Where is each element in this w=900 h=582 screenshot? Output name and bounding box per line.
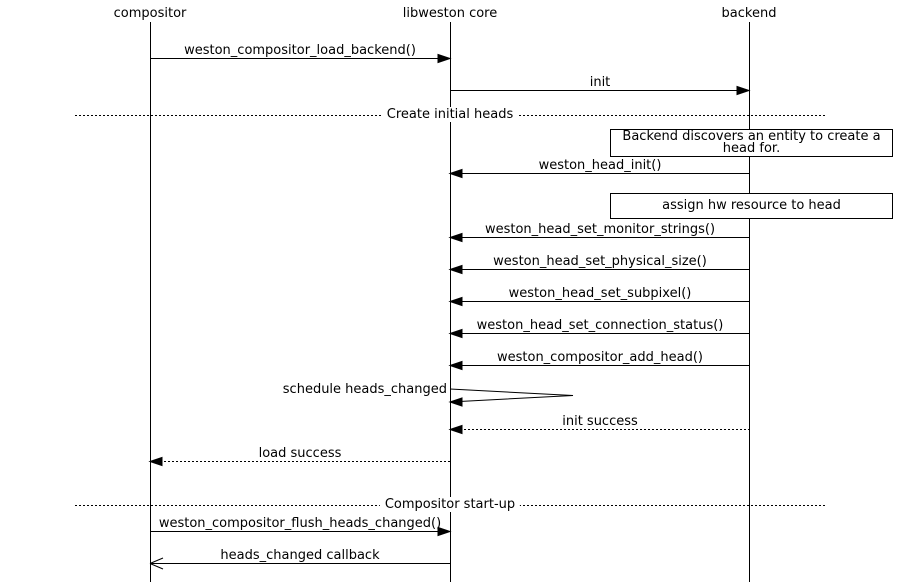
arrow-load-success bbox=[148, 456, 450, 467]
message-label-schedule-heads-changed: schedule heads_changed bbox=[282, 382, 447, 397]
message-label-set-monitor-strings: weston_head_set_monitor_strings() bbox=[484, 222, 716, 237]
arrow-weston-head-set-monitor-strings bbox=[448, 232, 749, 243]
actor-label-libweston-core: libweston core bbox=[402, 6, 498, 21]
arrow-weston-head-set-subpixel bbox=[448, 296, 749, 307]
arrow-weston-compositor-add-head bbox=[448, 360, 749, 371]
arrow-weston-compositor-flush-heads-changed bbox=[150, 526, 452, 537]
note-backend-discovers: Backend discovers an entity to create a … bbox=[610, 129, 893, 157]
arrow-init bbox=[450, 85, 751, 96]
message-label-set-subpixel: weston_head_set_subpixel() bbox=[508, 286, 692, 301]
arrow-weston-head-set-connection-status bbox=[448, 328, 749, 339]
message-label-init-success: init success bbox=[562, 414, 638, 429]
note-assign-hw-resource: assign hw resource to head bbox=[610, 193, 893, 219]
message-label-flush-heads-changed: weston_compositor_flush_heads_changed() bbox=[158, 516, 442, 531]
note-backend-discovers-text: Backend discovers an entity to create a … bbox=[622, 129, 881, 156]
note-assign-hw-resource-text: assign hw resource to head bbox=[662, 198, 841, 213]
arrow-weston-compositor-load-backend bbox=[150, 53, 452, 64]
message-label-heads-changed-callback: heads_changed callback bbox=[220, 548, 380, 563]
message-label-load-backend: weston_compositor_load_backend() bbox=[184, 43, 416, 58]
arrow-init-success bbox=[448, 424, 749, 435]
divider-label-create-initial-heads: Create initial heads bbox=[381, 107, 519, 122]
actor-label-compositor: compositor bbox=[113, 6, 187, 21]
message-label-add-head: weston_compositor_add_head() bbox=[496, 350, 704, 365]
message-label-set-connection-status: weston_head_set_connection_status() bbox=[476, 318, 724, 333]
arrow-heads-changed-callback bbox=[149, 557, 450, 570]
arrow-weston-head-init bbox=[448, 168, 749, 179]
arrow-weston-head-set-physical-size bbox=[448, 264, 749, 275]
message-label-set-physical-size: weston_head_set_physical_size() bbox=[493, 254, 707, 269]
divider-label-compositor-start-up: Compositor start-up bbox=[379, 497, 521, 512]
message-label-load-success: load success bbox=[258, 446, 342, 461]
message-label-weston-head-init: weston_head_init() bbox=[538, 158, 662, 173]
actor-label-backend: backend bbox=[721, 6, 777, 21]
message-label-init: init bbox=[589, 75, 611, 90]
arrow-schedule-heads-changed-self-loop bbox=[448, 388, 574, 407]
